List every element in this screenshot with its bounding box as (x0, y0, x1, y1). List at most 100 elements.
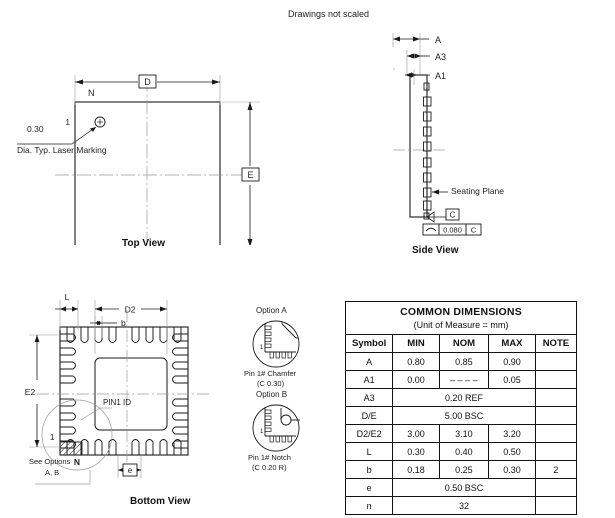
cell-min: 0.18 (392, 460, 440, 479)
cell-note (534, 370, 578, 389)
lead (145, 327, 154, 343)
l-arrow-left (60, 306, 66, 312)
common-dimensions-table: COMMON DIMENSIONS (Unit of Measure = mm)… (344, 301, 578, 515)
e-arrow-bottom (247, 239, 253, 245)
side-lead (423, 141, 432, 152)
see-options-line2: A, B (45, 468, 60, 477)
cell-nom: 3.10 (438, 424, 490, 443)
lead (172, 426, 188, 435)
table-header: COMMON DIMENSIONS (Unit of Measure = mm)… (344, 301, 578, 353)
d-arrow-right (212, 79, 220, 85)
lead (172, 333, 188, 342)
laser-marking-circle (94, 116, 106, 128)
cell-nom: 0.40 (438, 442, 490, 461)
option-a-detail-circle (252, 320, 300, 368)
cell-note (534, 496, 578, 515)
option-a-description: Pin 1# Chamfer (244, 369, 297, 378)
bottom-view-drawing: PIN1 ID 1 N L D2 b E2 (25, 292, 211, 485)
package-body-outline (74, 101, 221, 245)
cell-symbol: n (344, 496, 394, 515)
lead (172, 361, 188, 370)
option-b-bottom-leads (269, 435, 292, 443)
lead-group-right (172, 333, 188, 449)
lead (173, 439, 182, 455)
lead-group-top (66, 327, 182, 343)
cell-max: 0.50 (488, 442, 536, 461)
cell-span-value: 0.20 REF (392, 388, 536, 407)
e-label: E (247, 170, 253, 180)
table-title: COMMON DIMENSIONS (345, 301, 577, 318)
table-subtitle: (Unit of Measure = mm) (345, 318, 577, 335)
cell-nom: 0.85 (438, 352, 490, 371)
bottom-view-caption: Bottom View (130, 496, 191, 507)
lead (264, 409, 272, 414)
lead (66, 327, 75, 343)
cell-note (534, 406, 578, 425)
cell-span-value: 5.00 BSC (392, 406, 536, 425)
a-dim-label: A (435, 35, 441, 45)
side-lead (423, 126, 432, 137)
cell-max: 3.20 (488, 424, 536, 443)
drawing-note: Drawings not scaled (288, 9, 370, 19)
cell-min: 0.30 (392, 442, 440, 461)
b-dim-label: b (121, 318, 126, 328)
pin1-id-label: PIN1 ID (103, 398, 131, 407)
flatness-control-frame: 0.080 C (422, 223, 482, 236)
lead (264, 325, 272, 330)
n-label: N (88, 88, 95, 98)
l-dim-label: L (65, 292, 70, 302)
pin1-detail-circle (41, 399, 113, 471)
lead (60, 375, 76, 384)
lead (172, 347, 188, 356)
e2-arrow-top (34, 335, 40, 342)
lead (264, 421, 272, 426)
cell-note: 2 (534, 460, 578, 479)
d-label-box (138, 74, 157, 89)
top-view-caption: Top View (122, 238, 165, 249)
option-b-pin1-number: 1 (260, 429, 264, 435)
option-b-description: Pin 1# Notch (248, 453, 291, 462)
lead (172, 412, 188, 421)
option-a-spec: (C 0.30) (257, 379, 285, 388)
lead (275, 435, 280, 443)
a-arrow-left (393, 36, 400, 42)
cell-nom: – – – – (438, 370, 490, 389)
lead (173, 327, 182, 343)
side-view-caption: Side View (412, 245, 459, 256)
option-a-pin1-number: 1 (260, 345, 264, 351)
lead (269, 351, 274, 359)
cell-max: 0.30 (488, 460, 536, 479)
pin1-corner-hatch (59, 441, 83, 456)
cell-span-value: 32 (392, 496, 536, 515)
cell-symbol: b (344, 460, 394, 479)
e-label-box (241, 167, 260, 182)
top-view-drawing: D E N 1 (17, 74, 260, 245)
seating-plane-label: Seating Plane (451, 186, 504, 196)
side-view-drawing: A A3 A1 C 0.080 C (392, 33, 482, 236)
laser-marking-text: Dia. Typ. Laser Marking (17, 145, 107, 155)
a-arrow-right (413, 36, 420, 42)
cell-note (534, 424, 578, 443)
cell-symbol: D2/E2 (344, 424, 394, 443)
pin1-id-leader (80, 407, 101, 421)
column-header-symbol: Symbol (344, 334, 394, 353)
e-pitch-label: e (128, 466, 133, 475)
side-lead (423, 96, 432, 107)
d-arrow-left (75, 79, 83, 85)
d-label: D (144, 77, 151, 87)
datum-c-label: C (450, 211, 456, 220)
side-lead-group (423, 82, 432, 220)
d2-dim-label: D2 (125, 305, 136, 315)
e-arrow-top (247, 102, 253, 110)
option-a-left-leads (264, 325, 272, 348)
option-details: 1 1 Option A Pin 1# Chamfer (C 0.30) Opt… (232, 300, 342, 480)
option-b-spec: (C 0.20 R) (252, 463, 287, 472)
flatness-symbol-cell (422, 223, 440, 236)
a3-arrow-right (414, 53, 421, 59)
datum-c-box (445, 208, 460, 221)
cell-symbol: L (344, 442, 394, 461)
